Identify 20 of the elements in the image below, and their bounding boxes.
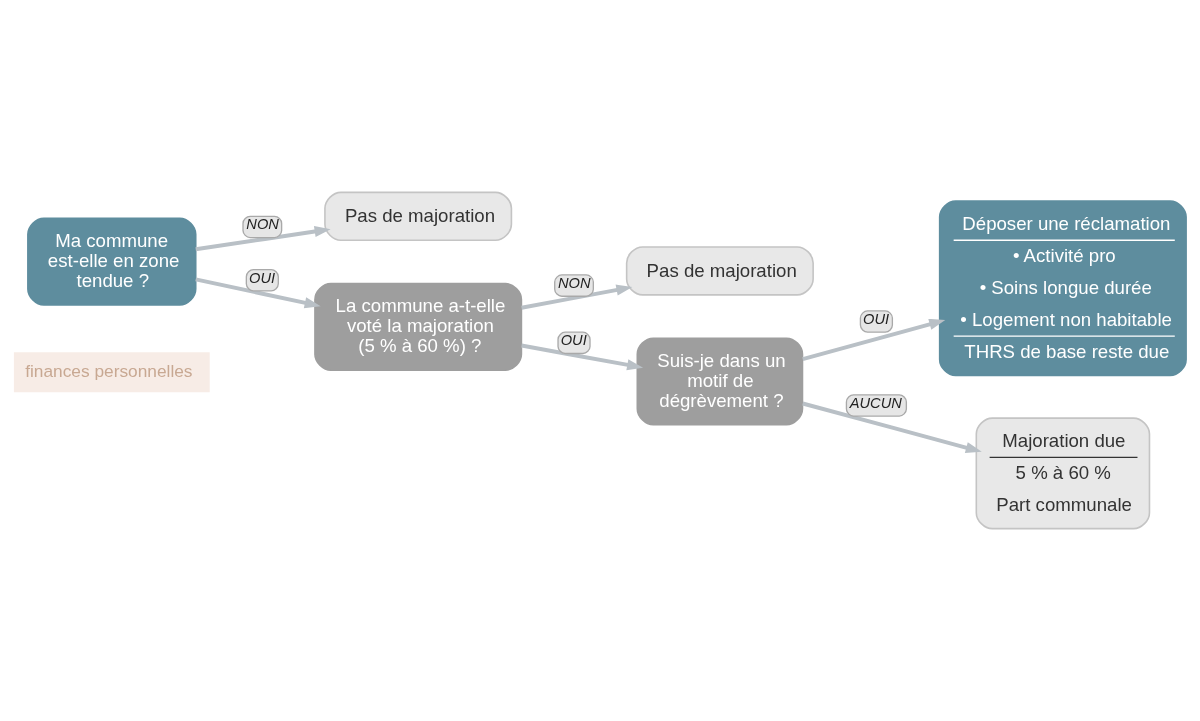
node-box: Suis-je dans un motif de dégrèvement ? bbox=[636, 337, 804, 426]
arrow bbox=[195, 277, 321, 309]
arrow bbox=[802, 318, 946, 362]
node-box: Majoration due 5 % à 60 % Part communale bbox=[975, 417, 1151, 530]
arrow bbox=[521, 343, 644, 371]
arrow bbox=[521, 284, 633, 310]
edge-label: OUI bbox=[249, 269, 276, 286]
node-box: Ma commune est-elle en zone tendue ? bbox=[27, 217, 197, 306]
edge-label: AUCUN bbox=[849, 394, 902, 411]
arrow bbox=[195, 225, 331, 252]
node-box: Pas de majoration bbox=[324, 191, 513, 242]
edge-label: NON bbox=[246, 216, 279, 233]
node-box: Déposer une réclamation • Activité pro • Soins longue durée • Logement non habitable THRS de base reste due bbox=[938, 200, 1187, 377]
label: finances personnelles bbox=[25, 360, 193, 381]
node-box: La commune a-t-elle voté la majoration (5 % à 60 %) ? bbox=[314, 282, 523, 371]
edge-label: OUI bbox=[863, 310, 890, 327]
edge-label: NON bbox=[558, 274, 591, 291]
edge-label: OUI bbox=[560, 332, 587, 349]
node-box: Pas de majoration bbox=[625, 246, 814, 296]
arrow bbox=[802, 401, 982, 454]
